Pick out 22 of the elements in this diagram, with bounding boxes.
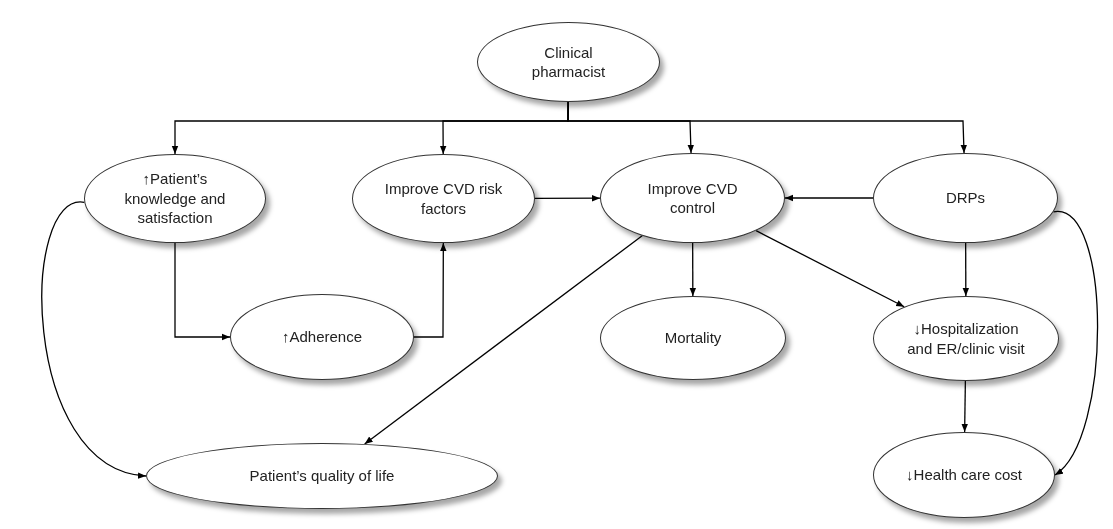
oval-node: DRPs xyxy=(873,153,1058,243)
arrow xyxy=(41,201,147,478)
oval-node: Clinical pharmacist xyxy=(477,22,660,102)
oval-node: ↓Health care cost xyxy=(873,432,1055,518)
oval-node: Improve CVD risk factors xyxy=(352,154,535,243)
arrow xyxy=(567,101,967,154)
arrow xyxy=(689,242,696,297)
arrow xyxy=(534,195,601,202)
arrow xyxy=(364,235,643,445)
oval-node: ↓Hospitalization and ER/clinic visit xyxy=(873,296,1059,381)
oval-node: Improve CVD control xyxy=(600,153,785,243)
arrow xyxy=(962,242,969,297)
arrow xyxy=(174,242,231,341)
oval-node: ↑Adherence xyxy=(230,294,414,380)
oval-node: ↑Patient’s knowledge and satisfaction xyxy=(84,154,266,243)
arrow xyxy=(755,230,905,308)
arrow xyxy=(1052,211,1099,476)
arrow xyxy=(784,194,874,202)
arrow xyxy=(961,380,968,433)
oval-node: Mortality xyxy=(600,296,786,380)
arrow xyxy=(413,242,447,338)
oval-node: Patient’s quality of life xyxy=(146,443,498,509)
